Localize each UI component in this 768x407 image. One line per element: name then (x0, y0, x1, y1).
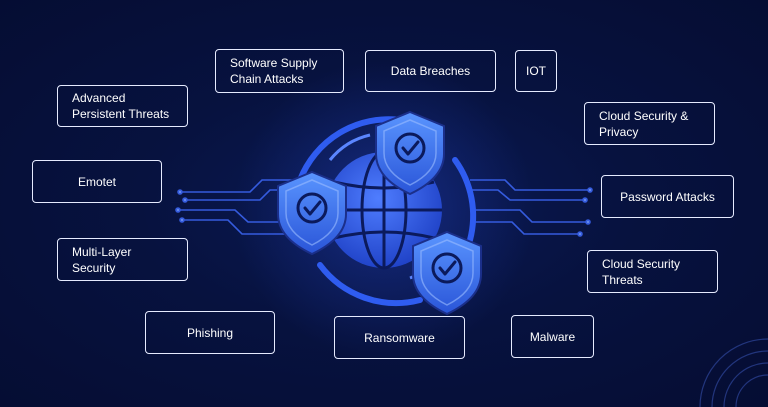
topic-advanced-persistent-threats: Advanced Persistent Threats (57, 85, 188, 127)
circuit-lines-left (175, 179, 300, 235)
topic-cloud-security-privacy: Cloud Security & Privacy (584, 102, 715, 145)
topic-phishing: Phishing (145, 311, 275, 354)
decorative-arcs (699, 338, 768, 407)
shield-check-icon (277, 170, 347, 256)
topic-software-supply-chain-attacks: Software Supply Chain Attacks (215, 49, 344, 93)
shield-check-icon (375, 110, 445, 196)
topic-malware: Malware (511, 315, 594, 358)
topic-multi-layer-security: Multi-Layer Security (57, 238, 188, 281)
circuit-lines-right (470, 179, 593, 237)
topic-emotet: Emotet (32, 160, 162, 203)
topic-password-attacks: Password Attacks (601, 175, 734, 218)
topic-data-breaches: Data Breaches (365, 50, 496, 92)
topic-cloud-security-threats: Cloud Security Threats (587, 250, 718, 293)
shield-check-icon (412, 230, 482, 316)
topic-ransomware: Ransomware (334, 316, 465, 359)
topic-iot: IOT (515, 50, 557, 92)
